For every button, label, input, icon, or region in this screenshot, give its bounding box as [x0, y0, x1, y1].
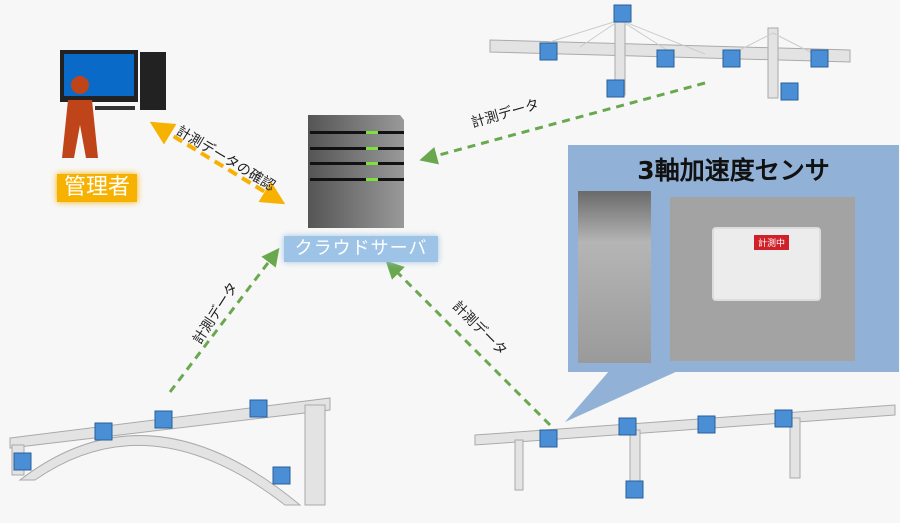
callout-title: 3軸加速度センサ: [637, 156, 830, 185]
girder-bridge: [474, 404, 896, 491]
sensor-install-photo: [578, 191, 651, 363]
confirm-arrow: [149, 121, 286, 205]
sensor-device-photo: 計測中: [670, 197, 855, 361]
server-label: クラウドサーバ: [284, 236, 438, 262]
cloud-server-icon: [308, 115, 404, 228]
sensor-callout: 3軸加速度センサ 計測中: [568, 145, 899, 372]
measuring-tag: 計測中: [754, 235, 790, 250]
admin-label: 管理者: [57, 174, 137, 202]
sensor-icons: [13, 4, 829, 499]
callout-pointer: [565, 370, 680, 422]
sensor-device: 計測中: [712, 227, 821, 301]
top-data-arrow: [419, 81, 706, 165]
left-data-arrow: [168, 247, 280, 393]
right-data-arrow: [385, 260, 552, 427]
admin-computer-icon: [60, 50, 166, 158]
